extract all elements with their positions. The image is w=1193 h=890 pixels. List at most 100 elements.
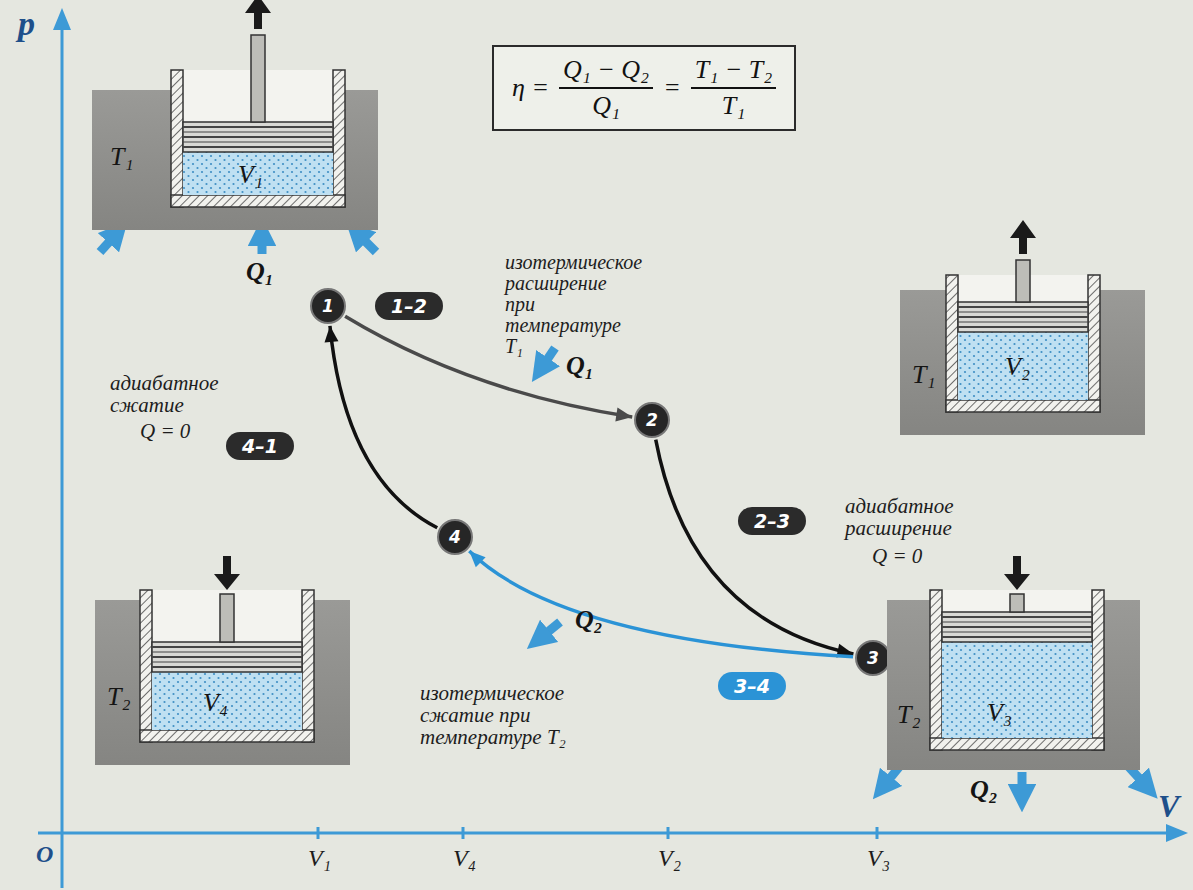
temperature-label: T₂ [897, 700, 921, 730]
state-circle: 2 [634, 402, 670, 438]
state-circle: 1 [310, 288, 346, 324]
cylinder-bore [152, 590, 302, 730]
piston-ring [942, 626, 1092, 628]
cylinder-wall [946, 275, 958, 412]
cylinder-block: T₁ V₂ [900, 290, 1145, 435]
cylinder-bottom [171, 195, 345, 207]
curve-line [330, 326, 437, 528]
piston-ring [183, 146, 333, 148]
process-badge: 1–2 [375, 292, 443, 320]
state-number: 2 [646, 410, 658, 430]
cylinder-wall [1088, 275, 1100, 412]
piston [942, 612, 1092, 642]
denominator: Q₁ [592, 89, 620, 121]
piston [183, 122, 333, 152]
annotation: изотермическое сжатие при температуре T₂ [420, 682, 605, 748]
annotation: Q₁ [246, 258, 274, 285]
gas [958, 332, 1088, 400]
force-arrow [214, 556, 240, 590]
volume-label: V₁ [238, 160, 263, 190]
formula-box: η = Q₁ − Q₂Q₁ = T₁ − T₂T₁ [492, 45, 796, 131]
temperature-label: T₂ [107, 682, 131, 712]
cylinder-bottom [140, 730, 314, 742]
state-number: 3 [867, 648, 879, 668]
piston-ring [958, 316, 1088, 318]
piston-ring [183, 136, 333, 138]
cylinder-wall [333, 70, 345, 207]
annotation: Q₂ [970, 776, 998, 803]
piston-ring [183, 126, 333, 128]
cylinder-block: T₂ V₄ [95, 600, 350, 765]
state-circle: 4 [437, 519, 473, 555]
piston-rod [251, 35, 265, 122]
piston-ring [958, 312, 1088, 313]
cylinder-wall [171, 70, 183, 207]
fraction: T₁ − T₂T₁ [691, 55, 777, 121]
temperature-label: T₁ [912, 360, 936, 390]
piston-ring [152, 652, 302, 653]
curve-line [656, 440, 854, 654]
heat-arrows [100, 232, 1148, 798]
process-name: 3–4 [734, 675, 770, 697]
formula-text: = [663, 73, 681, 103]
cylinder-figure [887, 600, 1140, 770]
process-badge: 4–1 [226, 432, 294, 460]
force-arrow [1004, 556, 1030, 590]
cylinder-block: T₁V₁ [92, 90, 378, 230]
annotation: адиабатное сжатие [110, 372, 235, 416]
state-number: 1 [322, 296, 334, 316]
piston-rod [220, 594, 234, 642]
state-number: 4 [449, 527, 461, 547]
numerator: T₁ − T₂ [691, 55, 777, 89]
arrowhead [615, 408, 632, 422]
volume-label: V₃ [987, 698, 1012, 728]
axes [38, 8, 1188, 888]
arrowhead [325, 326, 339, 343]
process-name: 1–2 [391, 295, 427, 317]
piston-ring [942, 632, 1092, 633]
cylinder-block: T₂ V₃ [887, 600, 1140, 770]
cylinder-figure [92, 90, 378, 230]
piston-ring [183, 142, 333, 143]
state-circle: 3 [855, 640, 891, 676]
piston-ring [942, 636, 1092, 638]
piston-rod [1016, 260, 1030, 302]
volume-label: V₄ [203, 688, 228, 718]
process-name: 2–3 [754, 510, 790, 532]
annotation: V₂ [658, 846, 681, 871]
piston-ring [958, 322, 1088, 323]
piston-ring [152, 662, 302, 663]
annotation: O [36, 842, 53, 867]
cylinder-bottom [946, 400, 1100, 412]
process-badge: 3–4 [718, 672, 786, 700]
cylinder-bore [942, 590, 1092, 738]
fraction: Q₁ − Q₂Q₁ [559, 55, 653, 121]
annotation: изотермическое расширение при температур… [505, 252, 637, 357]
piston-ring [958, 326, 1088, 328]
annotation: Q₂ [575, 606, 603, 633]
annotation: V₃ [867, 846, 890, 871]
cylinder-wall [930, 590, 942, 750]
process-name: 4–1 [242, 435, 278, 457]
force-arrow [1010, 220, 1036, 254]
volume-label: V₂ [1005, 352, 1030, 382]
denominator: T₁ [722, 89, 746, 121]
piston [152, 642, 302, 672]
process-curve [469, 551, 853, 657]
piston-ring [942, 622, 1092, 623]
piston [958, 302, 1088, 332]
force-arrow [245, 0, 271, 29]
annotation: Q = 0 [872, 545, 922, 567]
process-curve [656, 440, 854, 658]
annotation: V₄ [453, 846, 476, 871]
annotation: p [18, 6, 35, 42]
cylinder-figure [95, 600, 350, 765]
piston-ring [152, 646, 302, 648]
cylinder-wall [140, 590, 152, 742]
piston-rod [1010, 594, 1024, 612]
cylinder-bottom [930, 738, 1104, 750]
piston-ring [152, 656, 302, 658]
formula-text: η = [512, 73, 549, 103]
annotation: V₁ [308, 846, 331, 871]
numerator: Q₁ − Q₂ [559, 55, 653, 89]
